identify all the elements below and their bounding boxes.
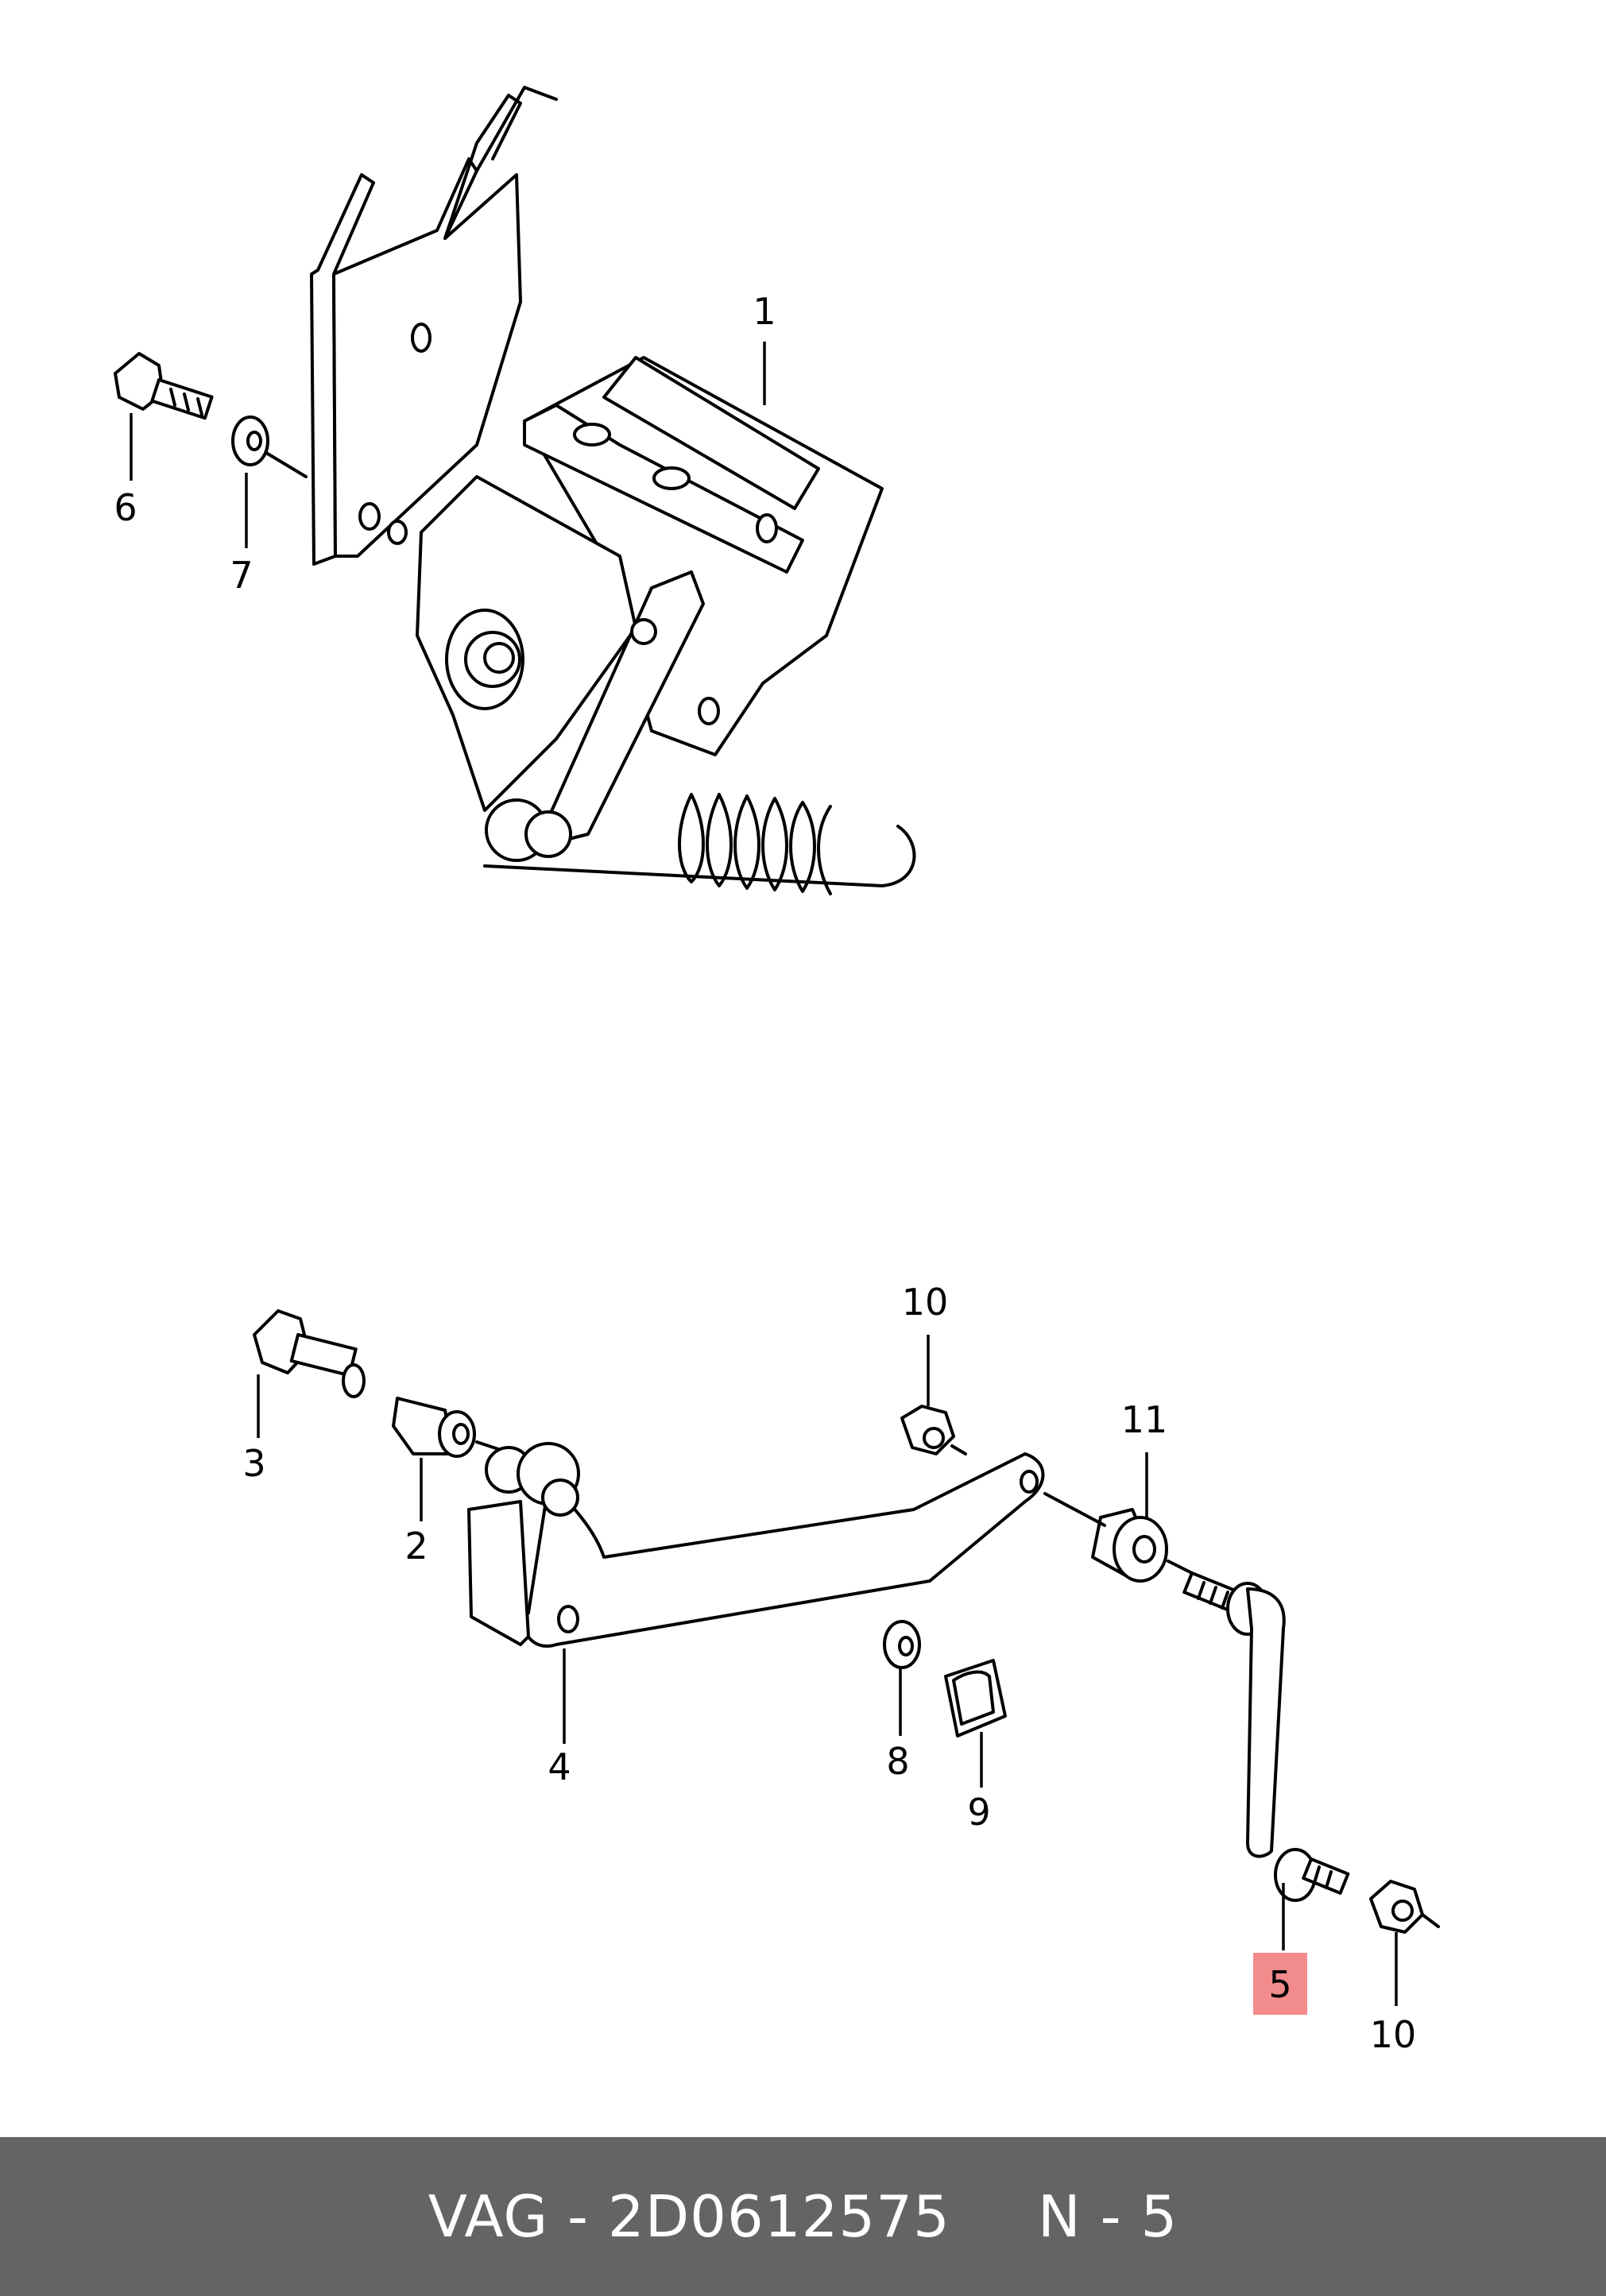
washer-8	[883, 1620, 921, 1669]
footer-bar: VAG - 2D0612575 N - 5	[0, 2137, 1606, 2296]
callout-11: 11	[1121, 1398, 1168, 1441]
callout-7: 7	[230, 554, 253, 597]
callout-4: 4	[548, 1745, 571, 1788]
clip-9	[944, 1659, 1007, 1737]
bush-11	[1091, 1508, 1168, 1583]
callout-2: 2	[404, 1525, 428, 1567]
callout-8: 8	[886, 1740, 909, 1783]
sleeve-2	[392, 1397, 476, 1458]
callout-5: 5	[1268, 1963, 1291, 2006]
nut-10-lower	[1369, 1880, 1424, 1934]
bolt-3	[253, 1309, 366, 1398]
link-rod	[483, 825, 916, 887]
callout-6: 6	[114, 486, 137, 529]
diagram-position: N - 5	[1037, 2183, 1178, 2250]
nut-10-upper	[900, 1405, 955, 1455]
callout-5-highlight	[1253, 1953, 1307, 2015]
sensor-lever-4	[467, 1442, 1045, 1648]
callout-9: 9	[967, 1791, 990, 1834]
callout-10-upper: 10	[902, 1281, 949, 1324]
parts-diagram: 1 6 7 3 2 4 10 11 8 9 5 10	[114, 86, 1440, 2056]
callout-1: 1	[753, 290, 776, 333]
coupling-rod-5	[1182, 1571, 1350, 1902]
callouts: 1 6 7 3 2 4 10 11 8 9 5 10	[114, 290, 1416, 2056]
part-number: VAG - 2D0612575	[428, 2183, 950, 2250]
coil-spring	[678, 793, 832, 895]
upper-assembly	[114, 86, 916, 895]
washer-7	[231, 416, 269, 466]
bolt-6	[114, 352, 214, 420]
callout-10-lower: 10	[1370, 2013, 1417, 2056]
lower-assembly	[253, 1309, 1440, 1934]
callout-3: 3	[242, 1442, 265, 1485]
sensor-cover	[416, 475, 637, 812]
